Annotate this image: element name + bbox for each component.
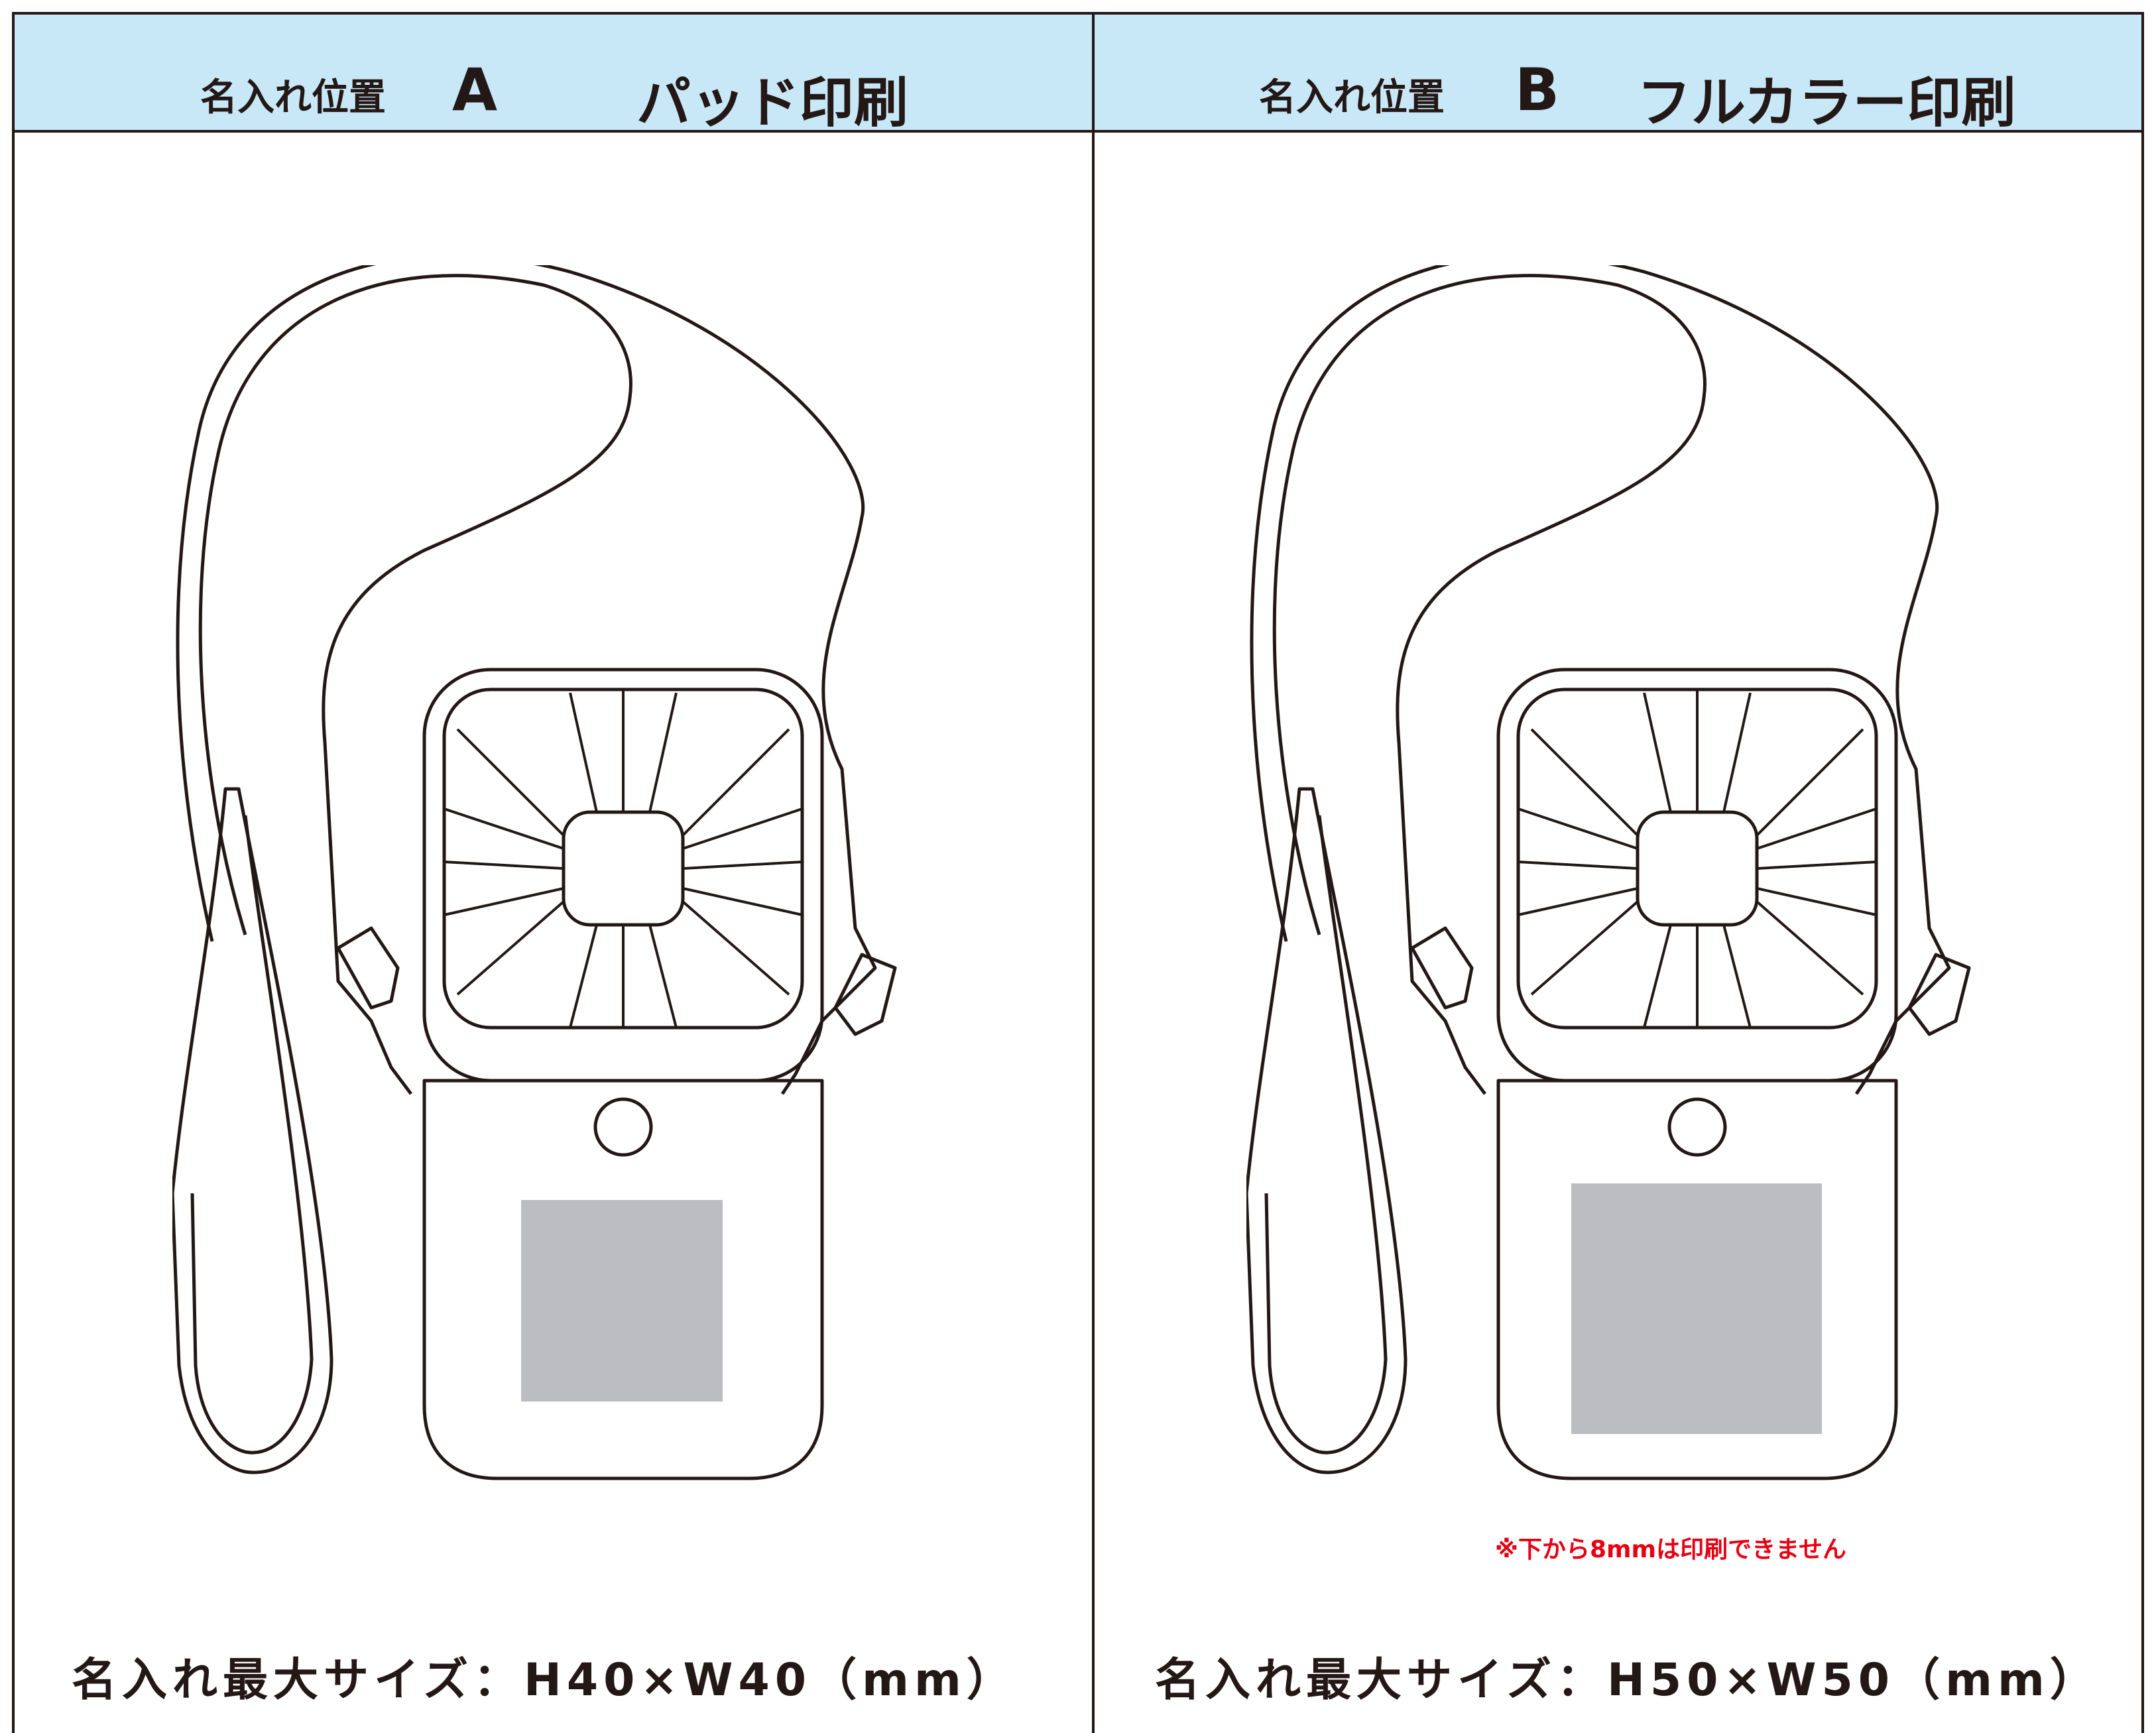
print-area — [1571, 1183, 1822, 1434]
lanyard-strap — [198, 274, 632, 1095]
panel-b-product-illustration — [1246, 265, 1971, 1480]
panel-b-letter: B — [1515, 56, 1560, 124]
fan-grille-bars — [444, 689, 803, 1028]
power-button — [1667, 1097, 1727, 1157]
fan-hub — [562, 810, 685, 927]
strap-clip-right — [1907, 953, 1971, 1036]
panel-a-letter: A — [452, 56, 498, 124]
lanyard-strap-inner — [1264, 815, 1388, 1455]
fan-grille-bars — [1518, 689, 1877, 1028]
neck-fan-drawing — [1246, 265, 1971, 1480]
panel-a-max-size: 名入れ最大サイズ：H40×W40（mm） — [72, 1654, 1017, 1706]
power-button — [593, 1097, 653, 1157]
fan-body — [422, 1079, 824, 1480]
panel-b-method: フルカラー印刷 — [1637, 72, 2016, 135]
neck-fan-drawing — [172, 265, 897, 1480]
panel-divider — [1092, 12, 1095, 1733]
lanyard-strap — [1272, 274, 1707, 1095]
outer-frame — [12, 12, 2144, 1733]
strap-clip-left — [1410, 926, 1474, 1010]
print-area — [521, 1200, 723, 1402]
panel-b-position-label: 名入れ位置 — [1259, 76, 1445, 119]
strap-clip-left — [336, 926, 400, 1010]
fan-hub — [1636, 810, 1759, 927]
strap-clip-right — [833, 953, 897, 1036]
panel-a-position-label: 名入れ位置 — [200, 76, 386, 119]
lanyard-strap-lower — [1246, 787, 1407, 1474]
panel-a-header: 名入れ位置 A パッド印刷 — [15, 15, 1092, 135]
panel-a-method: パッド印刷 — [636, 72, 909, 135]
panel-b-header: 名入れ位置 B フルカラー印刷 — [1095, 15, 2141, 135]
panel-b-print-note: ※下から8mmは印刷できません — [1495, 1536, 1846, 1563]
lanyard-strap-outer — [1250, 265, 1951, 1095]
panel-a-product-illustration — [172, 265, 897, 1480]
lanyard-strap-lower — [172, 787, 333, 1474]
panel-b-max-size: 名入れ最大サイズ：H50×W50（mm） — [1155, 1654, 2100, 1706]
lanyard-strap-inner — [190, 815, 314, 1455]
lanyard-strap-outer — [176, 265, 877, 1095]
fan-body — [1496, 1079, 1898, 1480]
